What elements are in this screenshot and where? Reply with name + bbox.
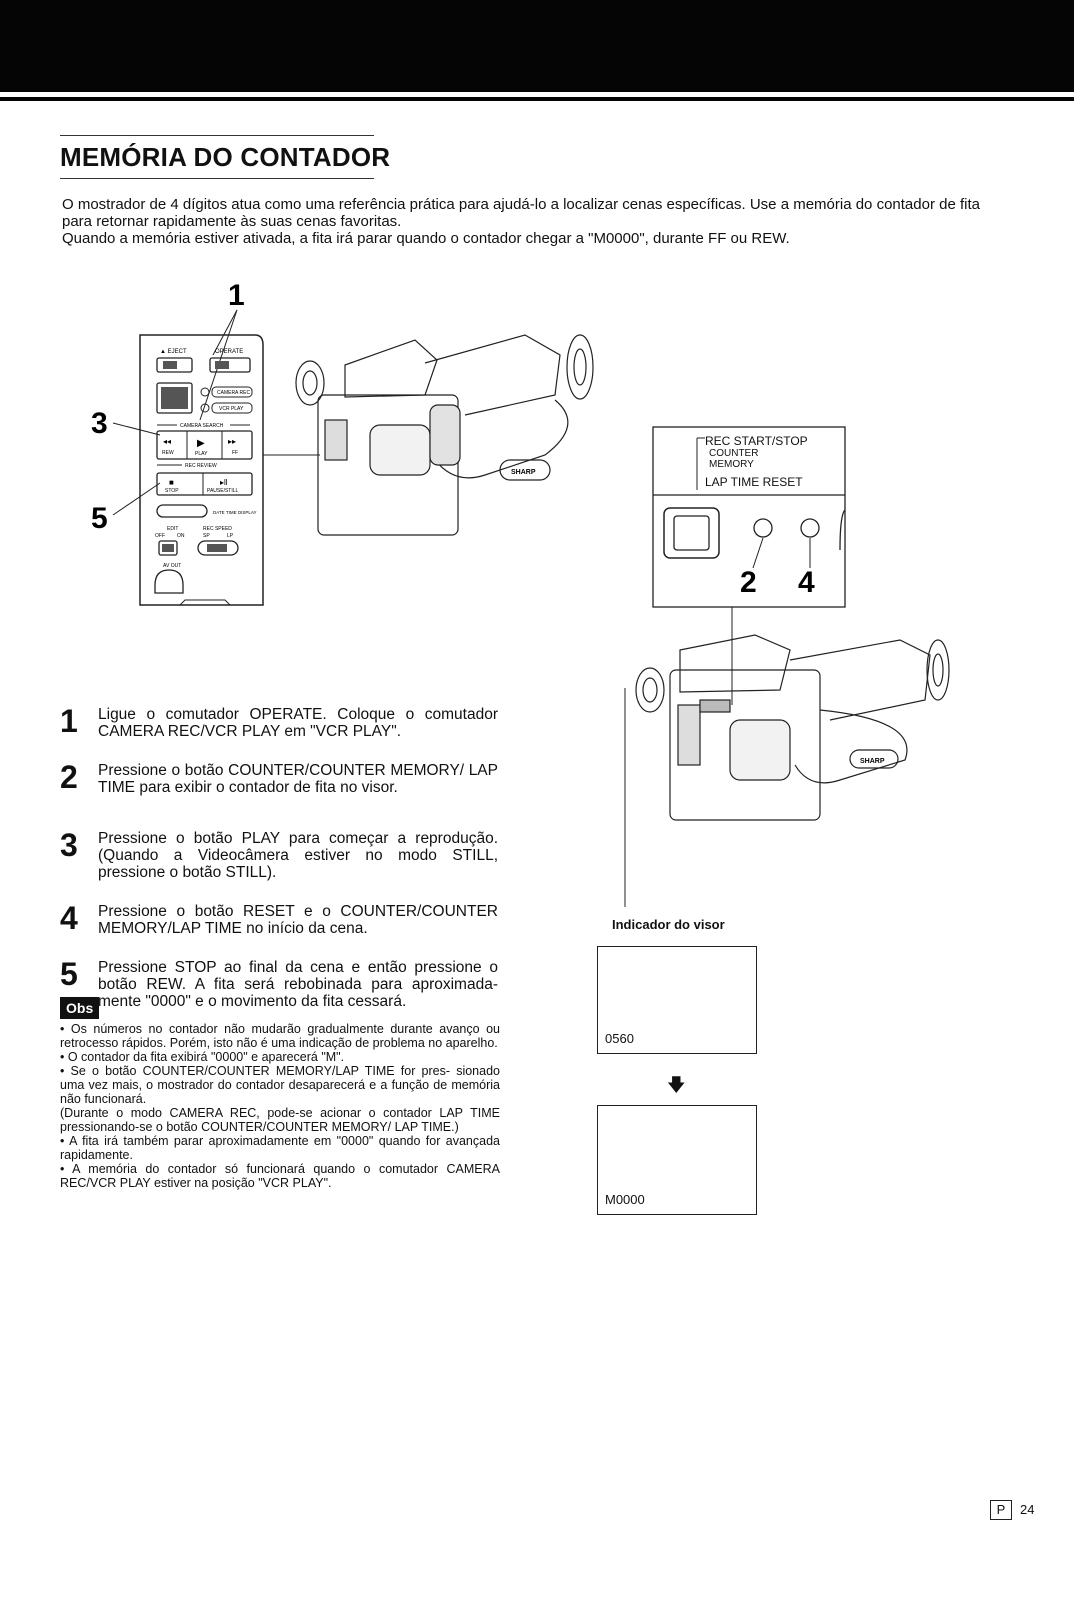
step-2-text: Pressione o botão COUNTER/COUNTER MEMORY… bbox=[98, 762, 498, 796]
note-5: • A fita irá também parar aproximadament… bbox=[60, 1134, 500, 1162]
svg-text:■: ■ bbox=[169, 478, 174, 487]
label-pause-still: PAUSE/STILL bbox=[207, 488, 239, 494]
label-operate: OPERATE bbox=[215, 349, 243, 355]
step-5: 5 Pressione STOP ao final da cena e entã… bbox=[58, 956, 498, 1010]
counter-panel-labels: REC START/STOP COUNTER MEMORY LAP TIME R… bbox=[705, 434, 808, 489]
counter-memory-button[interactable] bbox=[753, 518, 773, 538]
viewfinder-after: M0000 bbox=[597, 1105, 757, 1215]
steps-list: 1 Ligue o comutador OPERATE. Coloque o c… bbox=[58, 703, 498, 1032]
camera-vcr-switch[interactable] bbox=[156, 382, 193, 414]
label-ff: FF bbox=[232, 450, 238, 456]
step-1-text: Ligue o comutador OPERATE. Coloque o com… bbox=[98, 706, 498, 740]
control-panel-figure: 1 ▲ EJECT OPERATE CAMERA REC VCR PLAY CA… bbox=[91, 279, 594, 606]
camcorder-drawing-right bbox=[635, 634, 950, 821]
callout-4: 4 bbox=[798, 566, 815, 599]
step-1-number: 1 bbox=[60, 703, 78, 739]
top-black-band bbox=[0, 0, 1074, 92]
svg-text:▸▸: ▸▸ bbox=[228, 437, 236, 446]
label-counter: COUNTER bbox=[709, 448, 759, 459]
sharp-logo-right: SHARP bbox=[860, 758, 885, 765]
label-rew: REW bbox=[162, 450, 174, 456]
label-sp: SP bbox=[203, 533, 210, 539]
step-3: 3 Pressione o botão PLAY para começar a … bbox=[58, 827, 498, 881]
label-off: OFF bbox=[155, 533, 165, 539]
step-5-text: Pressione STOP ao final da cena e então … bbox=[98, 959, 498, 1010]
callout-2: 2 bbox=[740, 566, 757, 599]
title-top-rule bbox=[60, 135, 374, 136]
label-lp: LP bbox=[227, 533, 234, 539]
intro-paragraph-1: O mostrador de 4 dígitos atua como uma r… bbox=[62, 196, 980, 230]
label-eject: ▲ EJECT bbox=[160, 349, 187, 355]
edit-switch[interactable] bbox=[158, 540, 178, 556]
label-rec-start-stop: REC START/STOP bbox=[705, 434, 808, 448]
sharp-logo-left: SHARP bbox=[511, 469, 536, 476]
page-number: 24 bbox=[1020, 1502, 1035, 1517]
label-date-time: DATE TIME DISPLAY bbox=[213, 510, 257, 515]
step-2: 2 Pressione o botão COUNTER/COUNTER MEMO… bbox=[58, 759, 498, 796]
counter-panel-figure: 2 4 SHARP bbox=[624, 426, 950, 907]
rec-speed-switch[interactable] bbox=[197, 540, 239, 556]
step-3-text: Pressione o botão PLAY para começar a re… bbox=[98, 830, 498, 881]
intro-paragraph-2: Quando a memória estiver ativada, a fita… bbox=[62, 230, 790, 247]
camcorder-drawing-left bbox=[295, 334, 594, 536]
note-3: • Se o botão COUNTER/COUNTER MEMORY/LAP … bbox=[60, 1064, 500, 1106]
label-stop: STOP bbox=[165, 488, 179, 494]
step-4-number: 4 bbox=[60, 900, 78, 936]
callout-3: 3 bbox=[91, 407, 108, 440]
viewfinder-before: 0560 bbox=[597, 946, 757, 1054]
date-time-button[interactable] bbox=[156, 504, 208, 518]
step-1: 1 Ligue o comutador OPERATE. Coloque o c… bbox=[58, 703, 498, 740]
top-rule bbox=[0, 97, 1074, 101]
note-6: • A memória do contador só funcionará qu… bbox=[60, 1162, 500, 1190]
counter-before: 0560 bbox=[605, 1031, 634, 1046]
label-on: ON bbox=[177, 533, 185, 539]
counter-after: M0000 bbox=[605, 1192, 645, 1207]
eject-switch[interactable] bbox=[156, 357, 193, 373]
obs-badge: Obs bbox=[60, 997, 100, 1019]
notes-list: • Os números no contador não mudarão gra… bbox=[60, 1022, 500, 1190]
svg-text:◂◂: ◂◂ bbox=[163, 437, 171, 446]
label-camera-rec: CAMERA REC bbox=[217, 390, 250, 396]
svg-text:▸ll: ▸ll bbox=[220, 478, 228, 487]
callout-1: 1 bbox=[228, 279, 245, 312]
label-rec-speed: REC SPEED bbox=[203, 526, 232, 532]
step-4-text: Pressione o botão RESET e o COUNTER/COUN… bbox=[98, 903, 498, 937]
label-lap-time-reset: LAP TIME RESET bbox=[705, 475, 803, 489]
label-av-out: AV OUT bbox=[163, 563, 181, 569]
step-2-number: 2 bbox=[60, 759, 78, 795]
note-4: (Durante o modo CAMERA REC, pode-se acio… bbox=[60, 1106, 500, 1134]
label-camera-search: CAMERA SEARCH bbox=[180, 423, 224, 429]
reset-button[interactable] bbox=[800, 518, 820, 538]
label-vcr-play: VCR PLAY bbox=[219, 406, 244, 412]
step-5-number: 5 bbox=[60, 956, 78, 992]
step-4: 4 Pressione o botão RESET e o COUNTER/CO… bbox=[58, 900, 498, 937]
indicator-label: Indicador do visor bbox=[612, 917, 725, 932]
arrow-down-icon: 🡇 bbox=[667, 1075, 686, 1095]
label-play: PLAY bbox=[195, 451, 208, 457]
label-edit: EDIT bbox=[167, 526, 178, 532]
page-title: MEMÓRIA DO CONTADOR bbox=[60, 142, 391, 172]
title-bottom-rule bbox=[60, 178, 374, 179]
label-memory: MEMORY bbox=[709, 459, 754, 470]
step-3-number: 3 bbox=[60, 827, 78, 863]
label-rec-review: REC REVIEW bbox=[185, 463, 217, 469]
note-2: • O contador da fita exibirá "0000" e ap… bbox=[60, 1050, 345, 1064]
svg-text:▶: ▶ bbox=[197, 438, 205, 449]
note-1: • Os números no contador não mudarão gra… bbox=[60, 1022, 500, 1050]
language-letter: P bbox=[990, 1500, 1012, 1520]
intro-text: O mostrador de 4 dígitos atua como uma r… bbox=[62, 196, 1012, 247]
callout-5: 5 bbox=[91, 502, 108, 535]
operate-switch[interactable] bbox=[209, 357, 251, 373]
